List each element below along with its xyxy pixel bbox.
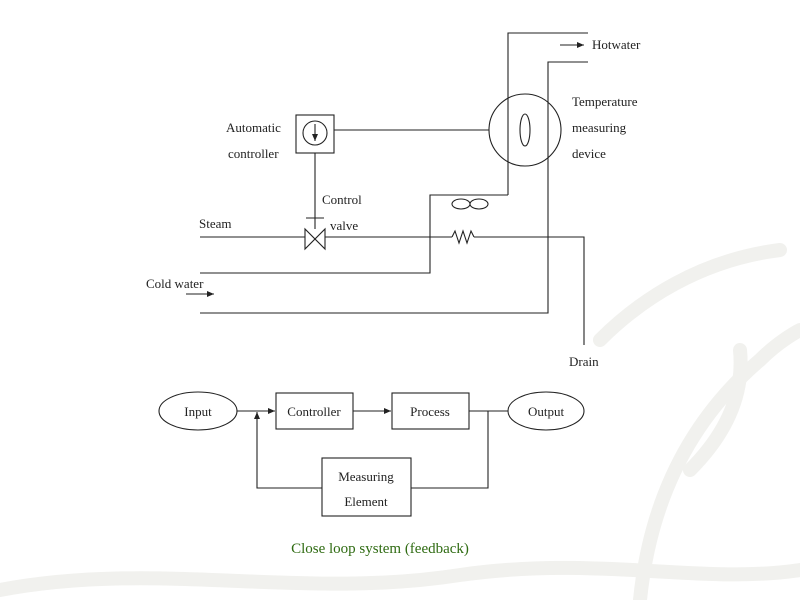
controller-label-2: controller xyxy=(228,146,279,161)
input-label: Input xyxy=(184,404,212,419)
drain-pipe xyxy=(474,236,585,345)
controller-block-label: Controller xyxy=(287,404,341,419)
temp-device-label-2: measuring xyxy=(572,120,627,135)
temp-device-label-3: device xyxy=(572,146,606,161)
controller-dial-icon xyxy=(302,120,328,146)
heating-coil-icon xyxy=(451,229,475,245)
steam-label: Steam xyxy=(199,216,232,231)
controller-label-1: Automatic xyxy=(226,120,281,135)
process-block-label: Process xyxy=(410,404,450,419)
diagram-caption: Close loop system (feedback) xyxy=(291,541,469,557)
background-watermark xyxy=(0,243,800,600)
tank-right-pipe xyxy=(200,61,588,314)
stirrer-blade-right-icon xyxy=(469,198,489,210)
temp-device-label-1: Temperature xyxy=(572,94,638,109)
temperature-sensor-icon xyxy=(488,93,562,167)
feedback-line-right xyxy=(411,411,489,489)
control-valve-label-2: valve xyxy=(330,218,358,233)
measuring-element-block xyxy=(321,457,412,517)
feedback-arrow xyxy=(254,412,322,489)
output-node xyxy=(507,391,585,431)
cold-water-label: Cold water xyxy=(146,276,204,291)
measuring-element-label-2: Element xyxy=(344,494,388,509)
measuring-element-label-1: Measuring xyxy=(338,469,394,484)
output-label: Output xyxy=(528,404,565,419)
cold-water-pipe xyxy=(200,194,508,274)
drain-label: Drain xyxy=(569,354,599,369)
plant-schematic: Hotwater Temperature measuring device Au… xyxy=(146,32,641,369)
hotwater-pipe xyxy=(507,32,588,195)
stirrer-blade-left-icon xyxy=(451,198,471,210)
hotwater-label: Hotwater xyxy=(592,37,641,52)
sensor-element-icon xyxy=(519,113,531,147)
block-diagram: Input Controller Process Output Measurin… xyxy=(158,391,585,517)
control-valve-icon xyxy=(304,227,326,251)
control-valve-label-1: Control xyxy=(322,192,362,207)
